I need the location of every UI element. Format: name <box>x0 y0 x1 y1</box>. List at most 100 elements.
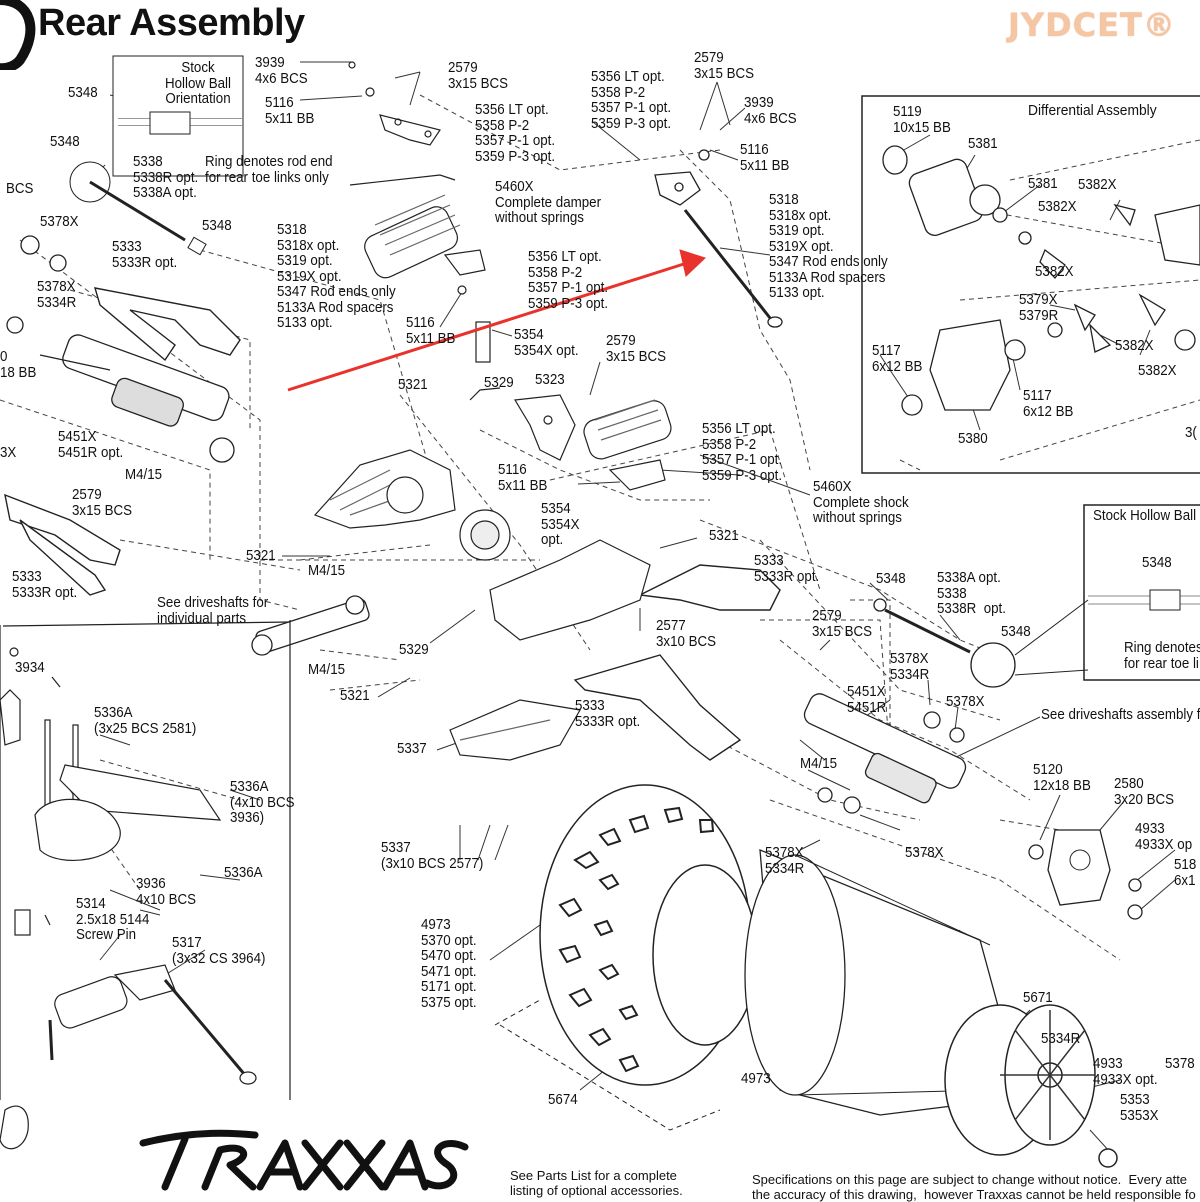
part-label: 5333 5333R opt. <box>754 553 820 585</box>
part-label: 5337 <box>397 741 427 757</box>
part-label: M4/15 <box>308 662 346 678</box>
part-label: 5382X <box>1038 199 1077 215</box>
part-label: 5379X 5379R <box>1019 292 1059 324</box>
part-label: 5378X 5334R <box>765 845 805 877</box>
part-label: 5333 5333R opt. <box>112 239 178 271</box>
part-label: BCS <box>6 181 34 197</box>
part-label: 5381 <box>968 136 998 152</box>
part-label: 4973 5370 opt. 5470 opt. 5471 opt. 5171 … <box>421 917 477 1011</box>
part-label: 5378X <box>905 845 944 861</box>
highlight-arrow <box>287 249 706 392</box>
part-label: 5116 5x11 BB <box>265 95 315 127</box>
part-label: 2577 3x10 BCS <box>656 618 717 650</box>
page-title: Rear Assembly <box>38 2 305 44</box>
part-label: 5348 <box>876 571 906 587</box>
part-label: 3936 4x10 BCS <box>136 876 197 908</box>
part-label: 5333 5333R opt. <box>12 569 78 601</box>
part-label: 0 18 BB <box>0 349 37 381</box>
part-label: 5378X 5334R <box>37 279 77 311</box>
spec-disclaimer: Specifications on this page are subject … <box>752 1172 1196 1202</box>
part-label: 5378X 5334R <box>890 651 930 683</box>
part-label: 5382X <box>1078 177 1117 193</box>
part-label: 2579 3x15 BCS <box>812 608 873 640</box>
watermark: JYDCET® <box>1008 6 1176 44</box>
part-label: 5356 LT opt. 5358 P-2 5357 P-1 opt. 5359… <box>475 102 556 165</box>
part-label: 2579 3x15 BCS <box>606 333 667 365</box>
part-label: 5451X 5451R <box>847 684 887 716</box>
part-label: 3( <box>1185 425 1197 441</box>
parts-list-note: See Parts List for a complete listing of… <box>510 1168 683 1198</box>
part-label: 5356 LT opt. 5358 P-2 5357 P-1 opt. 5359… <box>591 69 672 132</box>
part-label: See driveshafts assembly f <box>1041 707 1200 723</box>
part-label: 5318 5318x opt. 5319 opt. 5319X opt. 534… <box>769 192 888 301</box>
part-label: 5317 (3x32 CS 3964) <box>172 935 266 967</box>
part-label: 4973 <box>741 1071 771 1087</box>
part-label: 5318 5318x opt. 5319 opt. 5319X opt. 534… <box>277 222 396 331</box>
part-label: 5460X Complete shock without springs <box>813 479 909 526</box>
part-label: 5356 LT opt. 5358 P-2 5357 P-1 opt. 5359… <box>702 421 783 484</box>
part-label: 5334R <box>1041 1031 1081 1047</box>
part-label: 5336A (3x25 BCS 2581) <box>94 705 197 737</box>
part-label: 5382X <box>1035 264 1074 280</box>
stock-hollow-ball-right-part: 5348 <box>1142 555 1172 571</box>
part-label: 2580 3x20 BCS <box>1114 776 1175 808</box>
part-label: M4/15 <box>800 756 838 772</box>
part-label: 5321 <box>398 377 428 393</box>
part-label: 5117 6x12 BB <box>1023 388 1074 420</box>
part-label: 5321 <box>246 548 276 564</box>
ring-note-top: Ring denotes rod end for rear toe links … <box>205 154 333 186</box>
part-label: See driveshafts for individual parts <box>157 595 269 627</box>
part-label: 4933 4933X opt. <box>1093 1056 1158 1088</box>
part-label: M4/15 <box>125 467 163 483</box>
part-label: 5120 12x18 BB <box>1033 762 1091 794</box>
part-label: 5314 2.5x18 5144 Screw Pin <box>76 896 150 943</box>
ring-note-right: Ring denotes for rear toe li <box>1124 640 1200 672</box>
part-label: M4/15 <box>308 563 346 579</box>
part-label: 5348 <box>50 134 80 150</box>
part-label: 5338 5338R opt. 5338A opt. <box>133 154 199 201</box>
part-label: 5381 <box>1028 176 1058 192</box>
part-label: 3X <box>0 445 17 461</box>
part-label: 5378 <box>1165 1056 1195 1072</box>
part-label: 518 6x1 <box>1174 857 1197 889</box>
part-label: 3939 4x6 BCS <box>744 95 797 127</box>
part-label: 2579 3x15 BCS <box>72 487 133 519</box>
part-label: 5336A <box>224 865 263 881</box>
part-label: 3934 <box>15 660 45 676</box>
part-label: 4933 4933X op <box>1135 821 1193 853</box>
part-label: 5348 <box>68 85 98 101</box>
part-label: 2579 3x15 BCS <box>448 60 509 92</box>
part-label: 5451X 5451R opt. <box>58 429 124 461</box>
part-label: 5333 5333R opt. <box>575 698 641 730</box>
part-label: 5337 (3x10 BCS 2577) <box>381 840 484 872</box>
part-label: 5116 5x11 BB <box>740 142 790 174</box>
part-label: 5353 5353X <box>1120 1092 1159 1124</box>
part-label: 5348 <box>1001 624 1031 640</box>
stock-hollow-ball-right-title: Stock Hollow Ball <box>1093 508 1197 524</box>
part-label: 5348 <box>202 218 232 234</box>
part-label: 2579 3x15 BCS <box>694 50 755 82</box>
part-label: 5354 5354X opt. <box>514 327 579 359</box>
part-label: 5671 <box>1023 990 1053 1006</box>
part-label: 5674 <box>548 1092 578 1108</box>
part-label: 5382X <box>1138 363 1177 379</box>
part-label: 5380 <box>958 431 988 447</box>
part-label: 5336A (4x10 BCS 3936) <box>230 779 295 826</box>
stock-hollow-ball-label: Stock Hollow Ball Orientation <box>165 60 231 107</box>
part-label: 5329 <box>484 375 514 391</box>
part-label: 5338A opt. 5338 5338R opt. <box>937 570 1006 617</box>
part-label: 5329 <box>399 642 429 658</box>
brand-emblem <box>0 0 36 70</box>
part-label: 3939 4x6 BCS <box>255 55 308 87</box>
part-label: 5116 5x11 BB <box>498 462 548 494</box>
part-label: 5354 5354X opt. <box>541 501 580 548</box>
traxxas-logo <box>139 1129 469 1191</box>
part-label: 5321 <box>709 528 739 544</box>
part-label: 5321 <box>340 688 370 704</box>
part-label: 5356 LT opt. 5358 P-2 5357 P-1 opt. 5359… <box>528 249 609 312</box>
part-label: 5382X <box>1115 338 1154 354</box>
part-label: 5119 10x15 BB <box>893 104 951 136</box>
part-label: 5378X <box>40 214 79 230</box>
differential-assembly-title: Differential Assembly <box>1028 102 1157 119</box>
